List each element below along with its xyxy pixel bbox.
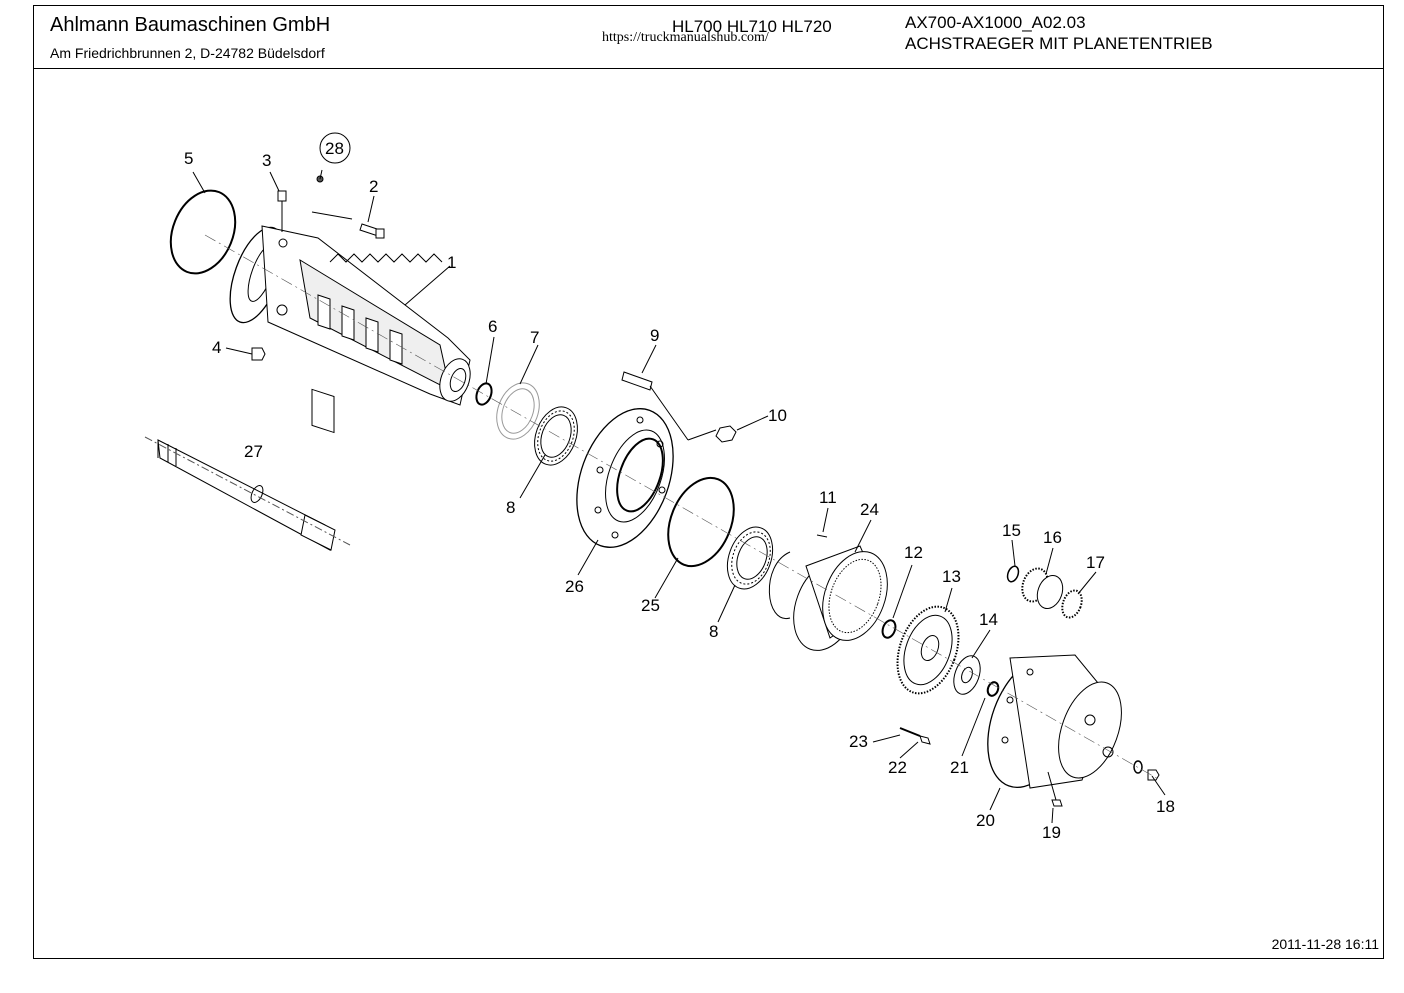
title-block: Ahlmann Baumaschinen GmbH Am Friedrichbr… (34, 6, 1383, 69)
callout-8-second: 8 (709, 622, 718, 641)
part-26-wheel-hub (576, 408, 674, 548)
part-8-bearing-outer (534, 406, 578, 466)
document-number: AX700-AX1000_A02.03 (905, 13, 1086, 32)
callout-21: 21 (950, 758, 969, 777)
callout-9: 9 (650, 326, 659, 345)
callout-6: 6 (488, 317, 497, 336)
callout-11: 11 (819, 488, 837, 507)
watermark-url: https://truckmanualshub.com/ (602, 30, 769, 45)
callout-19: 19 (1042, 823, 1061, 842)
part-16-planet-gear (1021, 567, 1064, 609)
part-19-screw (1047, 771, 1063, 807)
part-5-oring (169, 189, 237, 275)
callout-4: 4 (212, 338, 221, 357)
company-name: Ahlmann Baumaschinen GmbH (50, 14, 331, 36)
company-address: Am Friedrichbrunnen 2, D-24782 Büdelsdor… (50, 45, 325, 61)
callout-24: 24 (860, 500, 879, 519)
part-6-seal (475, 382, 493, 406)
callout-27: 27 (244, 442, 263, 461)
part-12-thrust-washer (881, 619, 897, 639)
callout-22: 22 (888, 758, 907, 777)
callout-17: 17 (1086, 553, 1105, 572)
callout-26: 26 (565, 577, 584, 596)
part-22-bolt (919, 735, 931, 745)
callout-5: 5 (184, 149, 193, 168)
callout-28: 28 (325, 139, 344, 158)
callout-13: 13 (942, 567, 961, 586)
part-3-breather (277, 190, 287, 232)
part-4-plug (251, 347, 266, 361)
part-23-pin (899, 727, 921, 737)
part-25-oring (667, 476, 735, 568)
part-1-axle-housing (229, 225, 471, 434)
part-20-planet-housing (987, 654, 1122, 789)
leader-lines (192, 169, 1166, 824)
callout-15: 15 (1002, 521, 1021, 540)
part-10-wheel-nut (715, 425, 737, 443)
callout-12: 12 (904, 543, 923, 562)
callout-28-circle (319, 132, 351, 164)
part-14-plate (953, 655, 981, 695)
part-24-ring-gear (793, 545, 888, 651)
part-17-planet-gear-small (1061, 589, 1083, 619)
drawing-frame: Ahlmann Baumaschinen GmbH Am Friedrichbr… (33, 5, 1384, 959)
part-7-seal-ring (496, 382, 540, 440)
callout-10: 10 (768, 406, 787, 425)
callout-labels: 5 3 28 2 1 4 6 7 9 10 27 8 26 25 8 11 24… (184, 139, 1175, 842)
callout-7: 7 (530, 328, 539, 347)
callout-23: 23 (849, 732, 868, 751)
callout-1: 1 (447, 253, 456, 272)
document-title: ACHSTRAEGER MIT PLANETENTRIEB (905, 34, 1213, 53)
print-timestamp: 2011-11-28 16:11 (1271, 936, 1379, 952)
part-27-drive-shaft (144, 436, 351, 551)
callout-25: 25 (641, 596, 660, 615)
callout-16: 16 (1043, 528, 1062, 547)
callout-20: 20 (976, 811, 995, 830)
part-9-wheel-stud (621, 371, 717, 441)
part-15-circlip (1006, 565, 1020, 583)
callout-3: 3 (262, 151, 271, 170)
part-13-sun-gear (896, 605, 960, 695)
part-8-bearing-inner (726, 526, 774, 590)
callout-18: 18 (1156, 797, 1175, 816)
part-11-snap-ring (768, 534, 828, 619)
machine-models: HL700 HL710 HL720 (672, 17, 832, 36)
callout-8-first: 8 (506, 498, 515, 517)
part-2-bolt (311, 211, 385, 239)
callout-2: 2 (369, 177, 378, 196)
callout-14: 14 (979, 610, 998, 629)
part-21-washer (986, 681, 1000, 697)
part-18-plug (1133, 760, 1160, 781)
